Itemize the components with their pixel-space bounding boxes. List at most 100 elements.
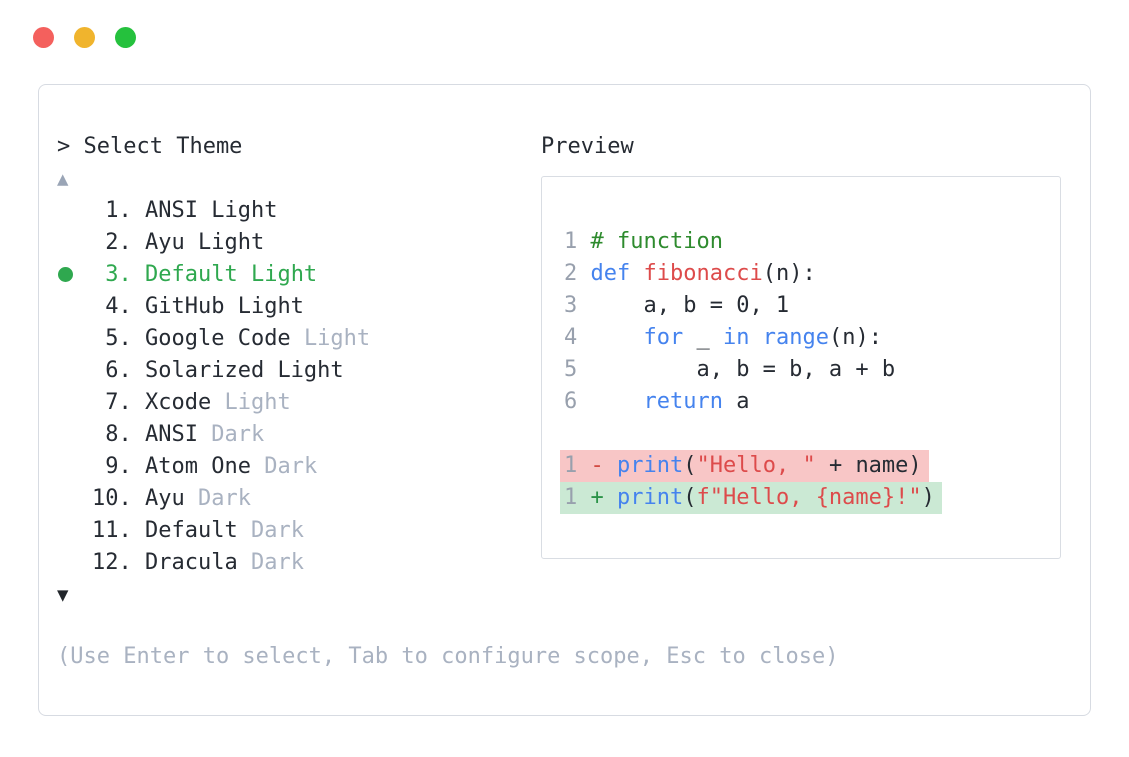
theme-item-ansi-light[interactable]: 1. ANSI Light [57,195,541,227]
theme-item-variant: Light [211,198,278,223]
help-text: (Use Enter to select, Tab to configure s… [57,644,839,669]
theme-item-name: ANSI [144,198,212,223]
line-number: 6 [564,389,578,414]
code-line-content: 6 return a [564,386,749,418]
theme-item-number: 3. [92,262,145,287]
theme-item-xcode-light[interactable]: 7. Xcode Light [57,387,541,419]
code-segment-plain: (n): [762,261,816,286]
theme-item-default-light[interactable]: 3. Default Light [57,259,541,291]
theme-item-variant: Dark [250,518,304,543]
line-number: 2 [564,261,578,286]
diff-minus-sign: - [590,453,604,478]
theme-item-default-dark[interactable]: 11. Default Dark [57,515,541,547]
theme-item-variant: Light [237,294,304,319]
diff-line-removed: 1 - print("Hello, " + name) [560,450,1060,482]
theme-item-name: GitHub [144,294,238,319]
theme-item-name: Ayu [144,230,198,255]
theme-item-number: 1. [92,198,145,223]
theme-item-number: 12. [92,550,145,575]
scroll-up-icon: ▲ [57,168,69,190]
theme-item-dracula-dark[interactable]: 12. Dracula Dark [57,547,541,579]
theme-item-number: 6. [92,358,145,383]
theme-item-variant: Dark [264,454,318,479]
theme-item-number: 9. [92,454,145,479]
theme-item-name: Google Code [144,326,304,351]
select-theme-prompt: > Select Theme [57,134,243,159]
code-segment-plain: (n): [828,325,882,350]
code-segment-plain [591,325,644,350]
code-segment-function: fibonacci [643,261,763,286]
code-line: 6 return a [564,386,1060,418]
code-segment-plain: a, b = 0, 1 [590,293,790,318]
theme-item-name: Dracula [144,550,251,575]
code-line [564,418,1060,450]
code-line: 5 a, b = b, a + b [564,354,1060,386]
scroll-down-indicator[interactable]: ▼ [57,579,541,611]
code-segment-keyword: print [617,485,684,510]
theme-list-column: > Select Theme ▲ 1. ANSI Light 2. Ayu Li… [57,131,541,611]
line-number: 5 [564,357,578,382]
theme-item-variant: Dark [250,550,304,575]
code-line: 1 # function [564,226,1060,258]
theme-item-ayu-dark[interactable]: 10. Ayu Dark [57,483,541,515]
line-number: 3 [564,293,578,318]
theme-item-variant: Light [197,230,265,255]
code-segment-plain: ( [683,453,697,478]
code-segment-keyword: for [643,325,684,350]
theme-list: 1. ANSI Light 2. Ayu Light 3. Default Li… [57,195,541,579]
theme-item-ayu-light[interactable]: 2. Ayu Light [57,227,541,259]
diff-line-added: 1 + print(f"Hello, {name}!") [560,482,1060,514]
theme-item-name: Xcode [144,390,225,415]
code-segment-keyword: in [722,325,750,350]
theme-item-ansi-dark[interactable]: 8. ANSI Dark [57,419,541,451]
close-button[interactable] [33,27,54,48]
code-line-content: 1 # function [564,226,723,258]
theme-item-variant: Light [250,262,318,287]
theme-item-name: Default [144,518,251,543]
code-line-content: 1 - print("Hello, " + name) [560,450,929,482]
theme-item-name: Default [144,262,251,287]
code-segment-plain [749,325,762,350]
maximize-button[interactable] [115,27,136,48]
theme-item-name: Atom One [144,454,265,479]
theme-item-name: Ayu [144,486,198,511]
minimize-button[interactable] [74,27,95,48]
code-line-content: 5 a, b = b, a + b [564,354,895,386]
code-line: 4 for _ in range(n): [564,322,1060,354]
code-line-content: 2 def fibonacci(n): [564,258,816,290]
theme-item-number: 10. [92,486,145,511]
scroll-up-indicator[interactable]: ▲ [57,163,541,195]
code-segment-plain: ( [683,485,697,510]
code-segment-plain: a [722,389,750,414]
theme-item-github-light[interactable]: 4. GitHub Light [57,291,541,323]
code-segment-plain [630,261,643,286]
theme-item-variant: Dark [211,422,265,447]
traffic-lights [33,27,136,48]
theme-item-variant: Light [277,358,344,383]
code-segment-string: "Hello, " [696,453,816,478]
line-number: 1 [564,485,578,510]
code-segment-plain: ) [921,485,935,510]
panel-columns: > Select Theme ▲ 1. ANSI Light 2. Ayu Li… [57,131,1064,611]
theme-item-variant: Light [224,390,291,415]
code-segment-string: f"Hello, {name}!" [696,485,922,510]
theme-item-google-code-light[interactable]: 5. Google Code Light [57,323,541,355]
line-number: 1 [564,453,578,478]
code-line-content: 4 for _ in range(n): [564,322,882,354]
theme-item-solarized-light[interactable]: 6. Solarized Light [57,355,541,387]
theme-item-variant: Dark [197,486,251,511]
code-segment-plain [591,389,644,414]
code-line-content: 1 + print(f"Hello, {name}!") [560,482,942,514]
theme-picker-panel: > Select Theme ▲ 1. ANSI Light 2. Ayu Li… [38,84,1091,716]
code-segment-plain: a, b = b, a + b [590,357,896,382]
diff-plus-sign: + [590,485,604,510]
theme-item-number: 11. [92,518,145,543]
code-segment-keyword: range [762,325,829,350]
theme-item-atom-one-dark[interactable]: 9. Atom One Dark [57,451,541,483]
code-line-content: 3 a, b = 0, 1 [564,290,789,322]
code-segment-plain: + name) [815,453,922,478]
theme-item-name: Solarized [144,358,278,383]
